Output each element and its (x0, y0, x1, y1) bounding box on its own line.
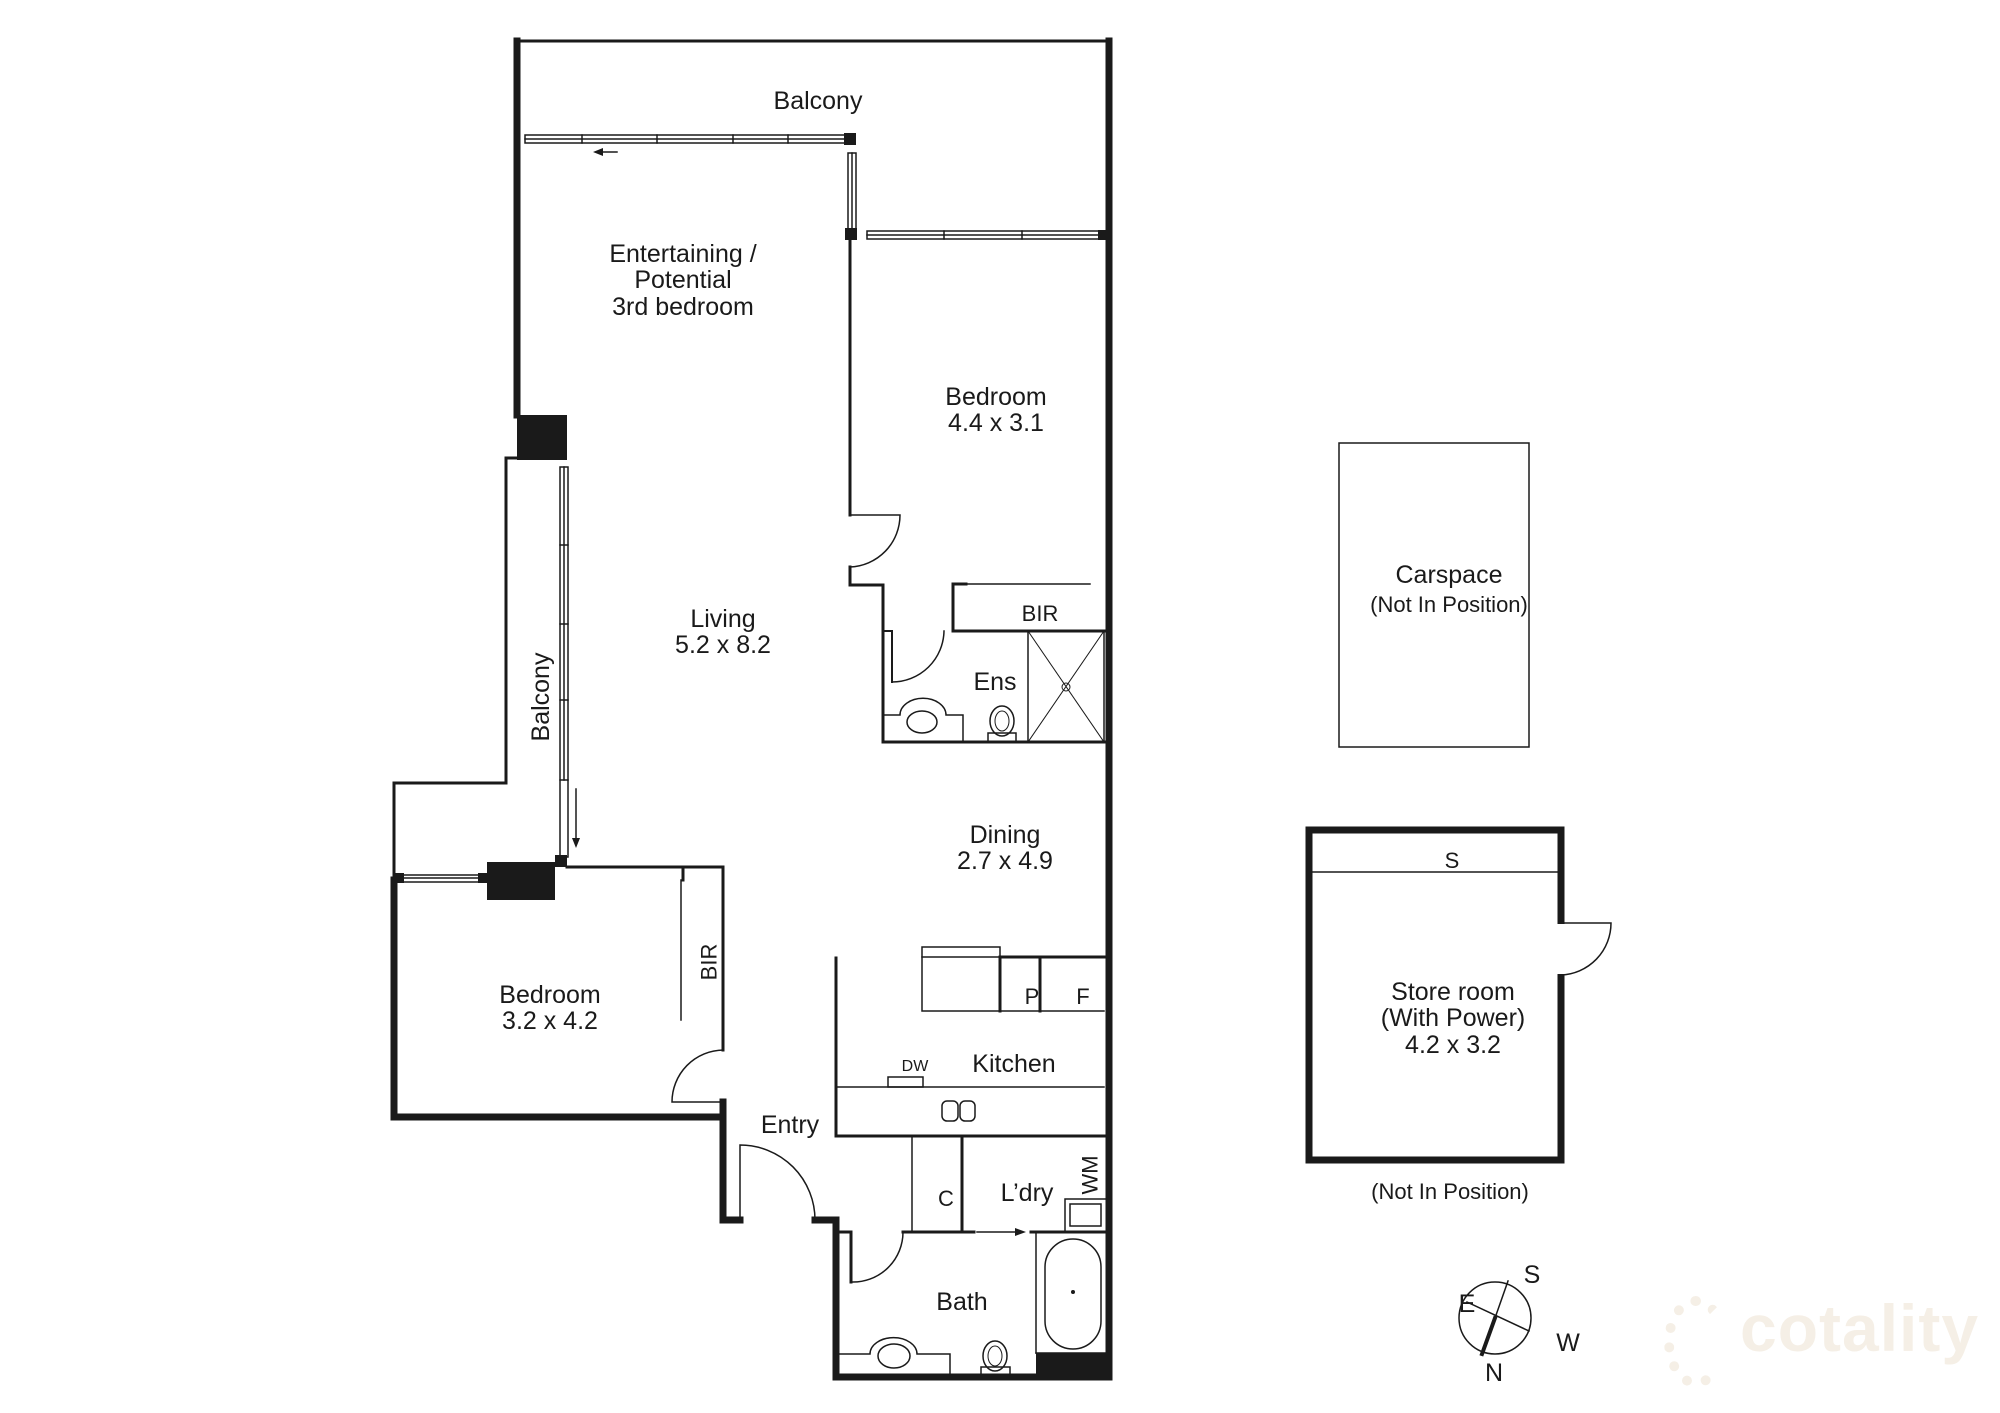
arrow-head (572, 838, 580, 848)
dining-name: Dining (969, 821, 1041, 849)
entertaining-line3: 3rd bedroom (612, 292, 754, 321)
window-step (847, 152, 857, 230)
sink-left-icon (941, 1100, 959, 1122)
bedroom2-wall (390, 876, 727, 1121)
room-label-dining: Dining 2.7 x 4.9 (957, 822, 1053, 875)
entry-wall (719, 1113, 744, 1224)
dining-dims: 2.7 x 4.9 (957, 847, 1053, 876)
bedroom1-dims: 4.4 x 3.1 (948, 409, 1044, 438)
room-label-entry: Entry (760, 1111, 820, 1139)
door-bedroom1 (849, 514, 901, 568)
shower (1027, 630, 1105, 743)
bedroom2-dims: 3.2 x 4.2 (502, 1007, 598, 1036)
room-label-bedroom1: Bedroom 4.4 x 3.1 (945, 384, 1046, 437)
arrow-head (1015, 1228, 1026, 1236)
label-cupboard: C (938, 1186, 954, 1211)
dishwasher (887, 1076, 924, 1088)
column-lower (487, 862, 555, 900)
label-fridge: F (1076, 984, 1090, 1009)
room-label-entertaining: Entertaining / Potential 3rd bedroom (609, 241, 756, 320)
store-room-power: (With Power) (1380, 1004, 1526, 1033)
entertaining-line2: Potential (634, 266, 732, 295)
room-label-laundry: L’dry (1000, 1179, 1054, 1207)
compass-w: W (1556, 1329, 1580, 1357)
store-room-dims: 4.2 x 3.2 (1405, 1030, 1501, 1059)
shower-drain-icon (1061, 682, 1071, 692)
room-label-bedroom2: Bedroom 3.2 x 4.2 (499, 982, 600, 1035)
vanity-bath (837, 1336, 951, 1378)
sink-right-icon (959, 1100, 976, 1122)
window-top (524, 134, 846, 144)
door-bath (850, 1231, 904, 1283)
bathtub (1044, 1238, 1102, 1350)
compass-s: S (1523, 1261, 1541, 1289)
room-label-ens: Ens (973, 668, 1017, 696)
balcony-side-outline (392, 456, 519, 882)
ens-wall (882, 630, 893, 683)
carspace-outline (1338, 442, 1530, 748)
bedroom1-name: Bedroom (945, 383, 1047, 411)
entertaining-line1: Entertaining / (609, 240, 757, 268)
bedroom2-name: Bedroom (499, 981, 601, 1009)
store-room-note: (Not In Position) (1371, 1179, 1529, 1204)
room-label-bir1: BIR (1021, 601, 1059, 626)
bath-wall-left (811, 1216, 1113, 1381)
arrow-head (593, 148, 603, 156)
door-store (1560, 922, 1612, 976)
room-label-balcony-side: Balcony (526, 652, 555, 742)
room-label-living: Living 5.2 x 8.2 (675, 606, 771, 659)
label-washing-machine: WM (1077, 1155, 1103, 1195)
store-shelf-label: S (1444, 848, 1460, 873)
washing-machine (1064, 1198, 1108, 1233)
toilet-icon (982, 1340, 1008, 1372)
balcony-top-outline (513, 37, 1113, 1381)
wall-post (1098, 230, 1110, 240)
wall-post (844, 133, 856, 145)
watermark-logo-icon (1664, 1296, 1728, 1388)
store-room-label: Store room (With Power) 4.2 x 3.2 (1381, 979, 1525, 1058)
window-bedroom2 (401, 874, 481, 883)
window-side (559, 466, 569, 858)
compass-n: N (1484, 1359, 1504, 1387)
room-label-bath: Bath (936, 1288, 988, 1316)
bedroom1-wall-lower (848, 565, 1109, 744)
compass-e: E (1458, 1290, 1476, 1318)
column-upper (517, 415, 567, 460)
room-label-balcony-top: Balcony (773, 87, 863, 115)
watermark-text: cotality (1740, 1291, 1980, 1365)
window-bedroom1 (866, 230, 1101, 240)
door-ens (891, 630, 945, 683)
basin-icon (877, 1343, 911, 1369)
door-entry (739, 1144, 816, 1221)
label-dishwasher: DW (901, 1058, 929, 1075)
room-label-bir2: BIR (696, 943, 722, 981)
living-name: Living (690, 605, 756, 633)
living-dims: 5.2 x 8.2 (675, 631, 771, 660)
kitchen-outline (834, 956, 1109, 1138)
label-pantry: P (1024, 984, 1040, 1009)
compass-icon (1458, 1280, 1532, 1357)
store-room-name: Store room (1391, 978, 1515, 1006)
store-room-outline (1305, 826, 1565, 1164)
bath-wall (834, 1230, 853, 1284)
toilet-icon (989, 705, 1015, 737)
carspace-note: (Not In Position) (1370, 592, 1528, 617)
carspace-label: Carspace (1395, 561, 1503, 589)
bir1-wall (951, 582, 968, 633)
door-bedroom2 (671, 1049, 724, 1103)
basin-icon (906, 710, 938, 734)
vanity-ens (883, 697, 964, 743)
room-label-kitchen: Kitchen (972, 1050, 1056, 1078)
